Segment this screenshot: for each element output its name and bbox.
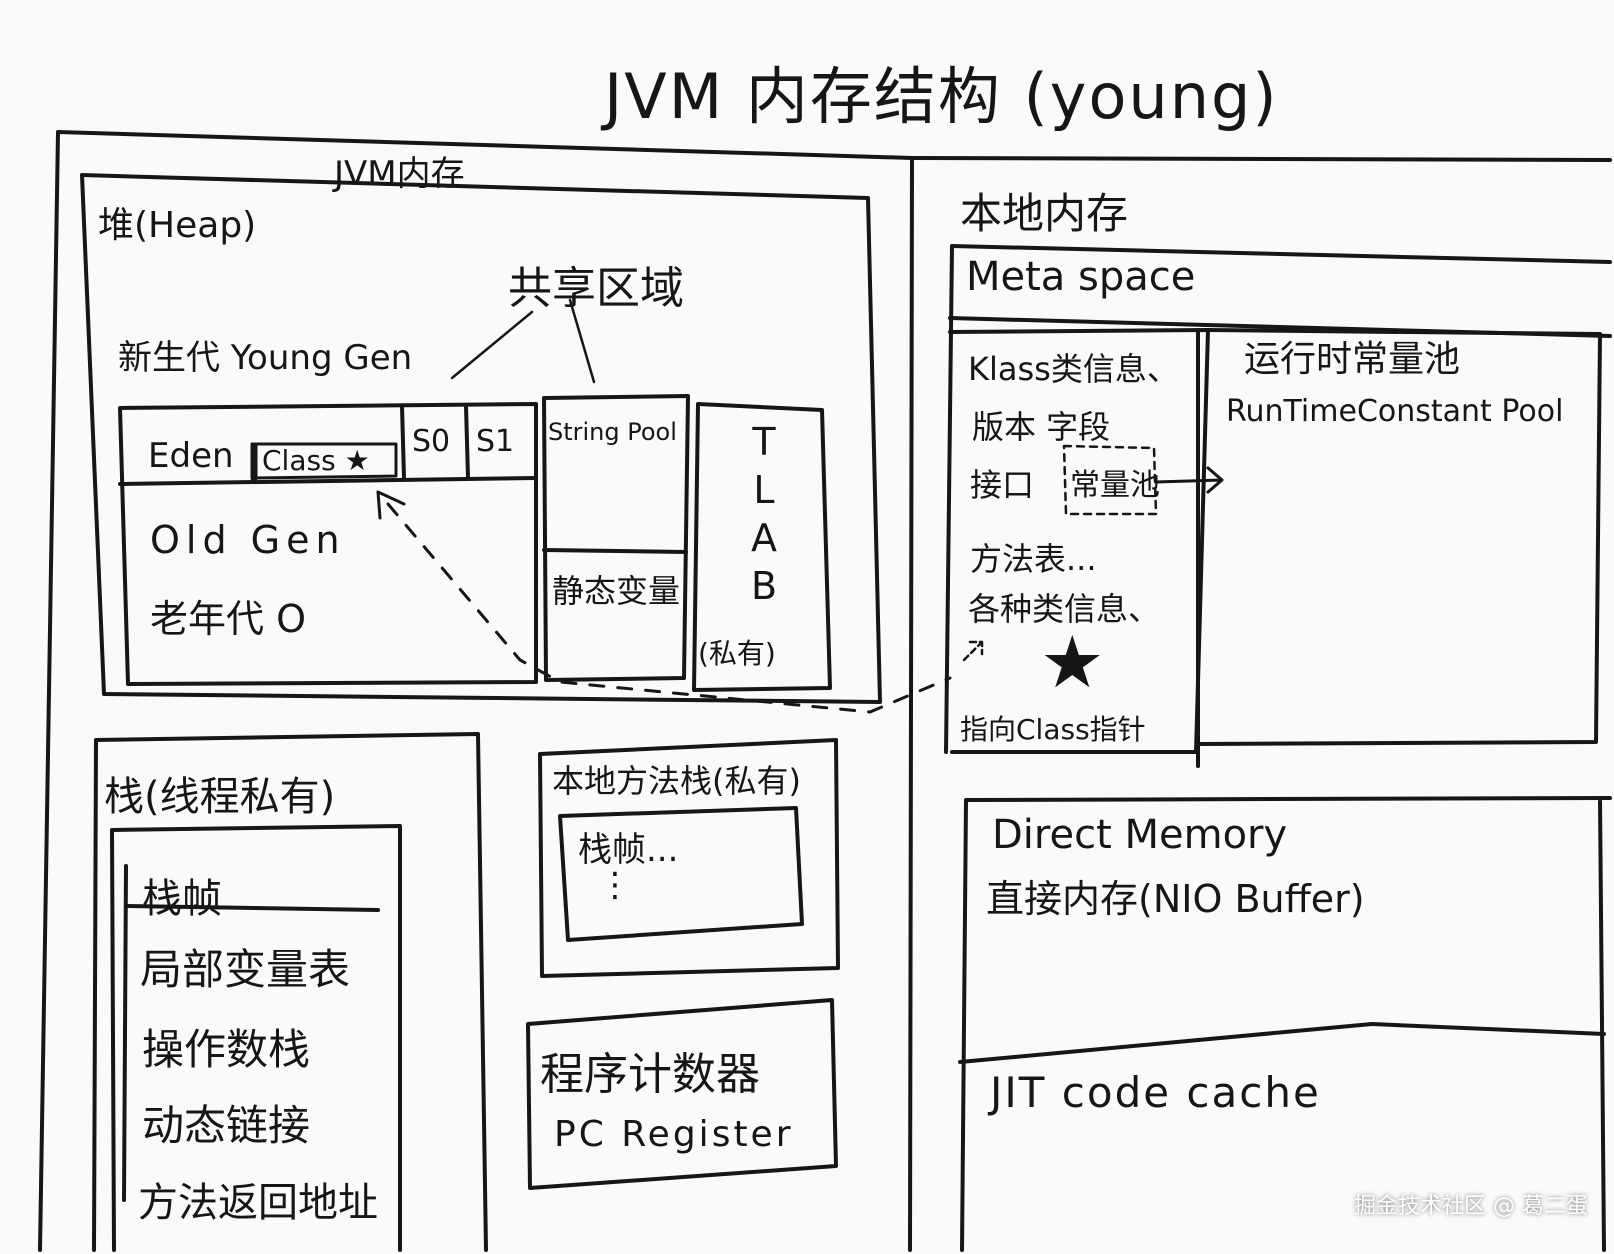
stack-item: 方法返回地址 <box>138 1180 378 1226</box>
shared-area-lines <box>450 298 596 384</box>
old-gen-cn-label: 老年代 O <box>150 597 306 641</box>
klass-line: 版本 字段 <box>972 408 1111 446</box>
metaspace-label: Meta space <box>966 254 1196 300</box>
pc-register-label: PC Register <box>554 1114 794 1155</box>
metaspace-more-line: 各种类信息、 <box>968 590 1161 628</box>
metaspace-inner-box <box>948 328 1210 754</box>
stack-item: 操作数栈 <box>142 1025 311 1074</box>
shared-area-label: 共享区域 <box>508 263 684 314</box>
young-gen-label: 新生代 Young Gen <box>118 338 413 378</box>
native-frame-dots: ⋮ <box>598 865 632 905</box>
constant-pool-label: 常量池 <box>1070 468 1160 503</box>
direct-memory-label: Direct Memory <box>992 812 1288 858</box>
runtime-pool-cn-label: 运行时常量池 <box>1244 339 1461 380</box>
old-gen-label: Old Gen <box>150 518 346 562</box>
native-frame-label: 栈帧... <box>578 830 679 870</box>
program-counter-label: 程序计数器 <box>540 1049 760 1100</box>
star-icon: ★ <box>1040 620 1105 704</box>
constant-pool-arrow <box>1154 466 1224 494</box>
stack-item: 动态链接 <box>142 1101 311 1150</box>
tlab-letter: L <box>753 468 775 512</box>
static-vars-label: 静态变量 <box>552 572 681 610</box>
metaspace-more-line: 方法表... <box>970 540 1097 578</box>
eden-label: Eden <box>148 436 234 476</box>
tlab-letter: B <box>750 564 778 608</box>
class-label: Class ★ <box>262 444 370 477</box>
s0-label: S0 <box>412 424 451 459</box>
constant-pool-dashed-box <box>1062 444 1158 516</box>
tlab-private-label: (私有) <box>698 637 776 670</box>
stack-frame-underline <box>124 904 380 912</box>
native-frame-box <box>558 806 804 942</box>
s1-label: S1 <box>476 424 515 459</box>
native-method-stack-box <box>538 738 840 978</box>
stack-frame-title: 栈帧 <box>142 876 222 922</box>
young-divider <box>118 476 538 486</box>
runtime-pool-en-label: RunTimeConstant Pool <box>1226 394 1564 429</box>
pointer-arrow-tail <box>962 640 984 662</box>
class-pointer-label: 指向Class指针 <box>960 713 1146 746</box>
stack-box <box>92 732 488 1252</box>
jvm-memory-outline <box>38 130 914 1252</box>
tlab-block <box>692 402 832 692</box>
direct-memory-cn-label: 直接内存(NIO Buffer) <box>986 877 1365 921</box>
direct-jit-divider <box>958 1022 1606 1064</box>
heap-label: 堆(Heap) <box>98 205 257 246</box>
young-old-block <box>118 402 538 686</box>
jvm-memory-label: JVM内存 <box>334 154 465 194</box>
stack-item: 局部变量表 <box>140 945 351 994</box>
class-pointer-dashed <box>386 502 952 714</box>
direct-memory-box <box>960 796 1612 1252</box>
klass-line: Klass类信息、 <box>968 350 1179 388</box>
stack-frame-box <box>110 824 402 1252</box>
tlab-letters: T L A B <box>744 418 784 610</box>
string-pool-block <box>542 394 690 682</box>
string-pool-label: String Pool <box>548 418 677 446</box>
tlab-letter: T <box>752 420 776 464</box>
jit-code-cache-label: JIT code cache <box>990 1068 1321 1117</box>
watermark: 掘金技术社区 @ 葛二蛋 <box>1354 1194 1588 1219</box>
s0-divider <box>400 404 406 480</box>
stack-label: 栈(线程私有) <box>104 774 336 820</box>
class-pointer-arrowhead <box>376 490 406 520</box>
page-title: JVM 内存结构 (young) <box>604 60 1279 133</box>
native-method-stack-label: 本地方法栈(私有) <box>552 762 801 800</box>
stack-frame-left <box>122 864 128 1202</box>
s1-divider <box>464 404 470 480</box>
klass-line: 接口 <box>970 466 1035 504</box>
string-static-divider <box>542 548 688 554</box>
native-memory-label: 本地内存 <box>960 189 1129 238</box>
runtime-pool-right <box>1196 328 1602 746</box>
tlab-letter: A <box>751 516 777 560</box>
heap-box <box>80 173 882 704</box>
program-counter-box <box>526 998 838 1190</box>
native-memory-top <box>910 156 1612 162</box>
